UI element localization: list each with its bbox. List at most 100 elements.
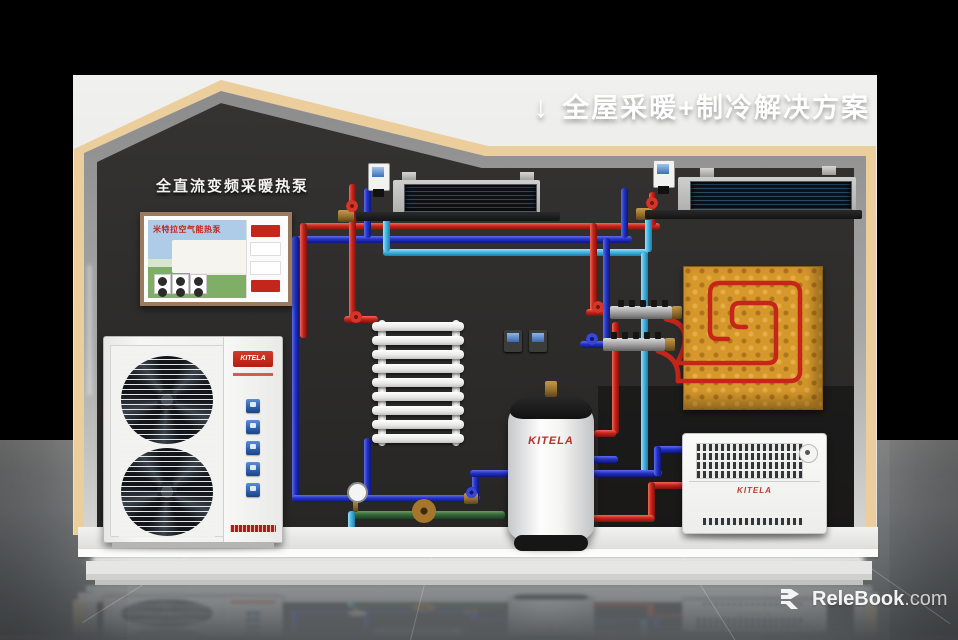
platform-step-face — [86, 574, 872, 580]
manifold-bar — [603, 332, 665, 351]
watermark-brand: ReleBook — [812, 587, 905, 610]
pipe-segment — [292, 495, 480, 502]
valve-handle — [466, 487, 477, 498]
fan-grille — [119, 446, 215, 538]
tank-base — [514, 535, 588, 551]
shadow — [688, 531, 824, 539]
pipe-segment — [592, 456, 618, 463]
unit-shelf — [645, 210, 862, 219]
mounting-tab — [402, 172, 416, 181]
pipe-segment — [296, 236, 632, 243]
pipe-segment — [645, 210, 652, 252]
manifold-port — [662, 300, 668, 307]
radiator-bar — [372, 392, 464, 401]
manifold-bar — [610, 300, 672, 319]
platform-led-strip — [92, 557, 864, 562]
watermark-suffix: .com — [904, 587, 948, 610]
tank-fitting — [545, 381, 557, 397]
valve-handle — [586, 333, 598, 345]
fan-panel — [110, 345, 224, 538]
brass-fitting — [338, 210, 354, 222]
pipe-segment — [594, 430, 616, 437]
poster-photo — [250, 242, 281, 256]
platform-base-edge — [95, 580, 863, 585]
pipe-segment — [292, 236, 299, 502]
floor-heating-pipe-spiral — [675, 280, 803, 384]
manifold-port — [651, 300, 657, 307]
watermark-text: ReleBook.com — [812, 588, 948, 611]
valve-handle — [646, 197, 658, 209]
pipe-segment — [648, 482, 655, 522]
radiator-bar — [372, 434, 464, 443]
thermostat — [653, 160, 675, 194]
valve-handle — [346, 200, 358, 212]
feature-badge — [246, 441, 260, 455]
pipe-segment — [300, 223, 307, 338]
poster-badge — [251, 225, 280, 237]
pressure-gauge — [347, 482, 368, 503]
valve-handle — [592, 301, 604, 313]
pipe-segment — [300, 223, 660, 230]
wall-thermostat — [529, 330, 547, 352]
water-tank: KITELA — [508, 381, 594, 551]
control-knob — [799, 444, 818, 463]
mounting-tab — [700, 168, 714, 177]
radiator-bar — [372, 336, 464, 345]
fan-blades — [121, 448, 213, 536]
model-label-strip — [230, 525, 276, 532]
manifold-port — [618, 300, 624, 307]
heat-pump-brand-logo: KITELA — [233, 351, 273, 367]
pipe-segment — [364, 438, 371, 498]
panel-seam — [689, 481, 820, 482]
circulation-pump — [412, 499, 436, 523]
manifold-end-cap — [665, 338, 675, 351]
pipe-segment — [649, 192, 656, 226]
pipe-segment — [648, 482, 686, 489]
platform-step — [86, 561, 872, 574]
poster-badge — [251, 280, 280, 292]
thermostat-screen — [372, 167, 384, 177]
manifold-port — [611, 332, 617, 339]
coil-face — [690, 181, 852, 210]
mounting-tab — [822, 166, 836, 175]
thermostat-screen — [657, 164, 669, 174]
top-air-grille — [696, 443, 803, 479]
platform-face — [78, 549, 878, 557]
thermostat — [368, 163, 390, 197]
radiator-bar — [372, 350, 464, 359]
fan-blades — [121, 356, 213, 444]
pipe-segment — [654, 446, 684, 453]
fan-grille — [119, 354, 215, 446]
mounting-tab — [520, 172, 534, 181]
poster-photo — [250, 261, 281, 275]
manifold-port — [629, 300, 635, 307]
feature-badge — [246, 420, 260, 434]
pipe-segment — [654, 446, 661, 476]
floor-fan-coil-unit: KITELA — [682, 433, 827, 534]
thermostat-screen — [532, 333, 544, 342]
valve-body — [464, 493, 478, 504]
poster-title: 米特拉空气能热泵 — [153, 225, 221, 234]
radiator-bar — [372, 364, 464, 373]
pipe-segment — [349, 223, 356, 322]
bottom-air-grille — [703, 516, 803, 525]
underfloor-heating-panel — [675, 266, 823, 410]
product-card — [190, 274, 207, 297]
pipe-segment — [383, 249, 648, 256]
tank-top-cap — [510, 393, 592, 419]
pipe-segment — [348, 511, 355, 537]
relebook-logo-icon — [781, 589, 799, 609]
poster-image: 米特拉空气能热泵 — [148, 220, 284, 298]
pipe-segment — [603, 238, 610, 343]
poster-sidebar — [246, 220, 284, 298]
banner-title: ↓全屋采暖+制冷解决方案 — [470, 86, 870, 125]
pipe-segment — [383, 212, 390, 252]
thermostat-base — [658, 186, 669, 194]
radiator-bar — [372, 322, 464, 331]
product-card — [154, 274, 171, 297]
valve-handle — [350, 311, 362, 323]
pipe-segment — [641, 252, 648, 474]
thermostat-screen — [507, 333, 519, 342]
